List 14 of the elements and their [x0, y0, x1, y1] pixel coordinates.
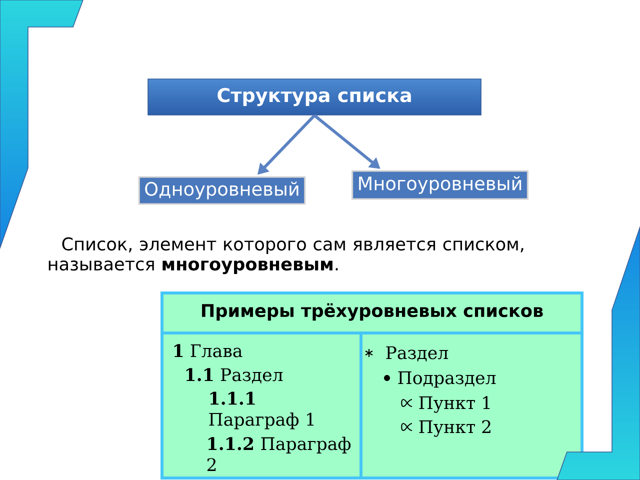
list-item: Подраздел: [398, 371, 496, 388]
table-cell: [160, 332, 362, 480]
category-box: Одноуровневый: [138, 176, 306, 205]
list-item: Раздел: [386, 346, 448, 362]
list-item: 1 Глава: [174, 344, 242, 358]
category-box: Многоуровневый: [351, 170, 529, 200]
root-box: Структура списка: [148, 78, 482, 116]
list-item: Пункт 2: [419, 420, 490, 437]
list-item: 1.1.1 Параграф 1: [209, 392, 314, 430]
list-item: Пункт 1: [419, 396, 490, 413]
table-cell: [360, 332, 584, 480]
list-item: 1.1.2 Параграф 2: [207, 436, 351, 471]
list-item: 1.1 Раздел: [186, 368, 283, 384]
definition-text: Список, элемент которого сам является списком, называется многоуровневым.: [48, 237, 524, 274]
